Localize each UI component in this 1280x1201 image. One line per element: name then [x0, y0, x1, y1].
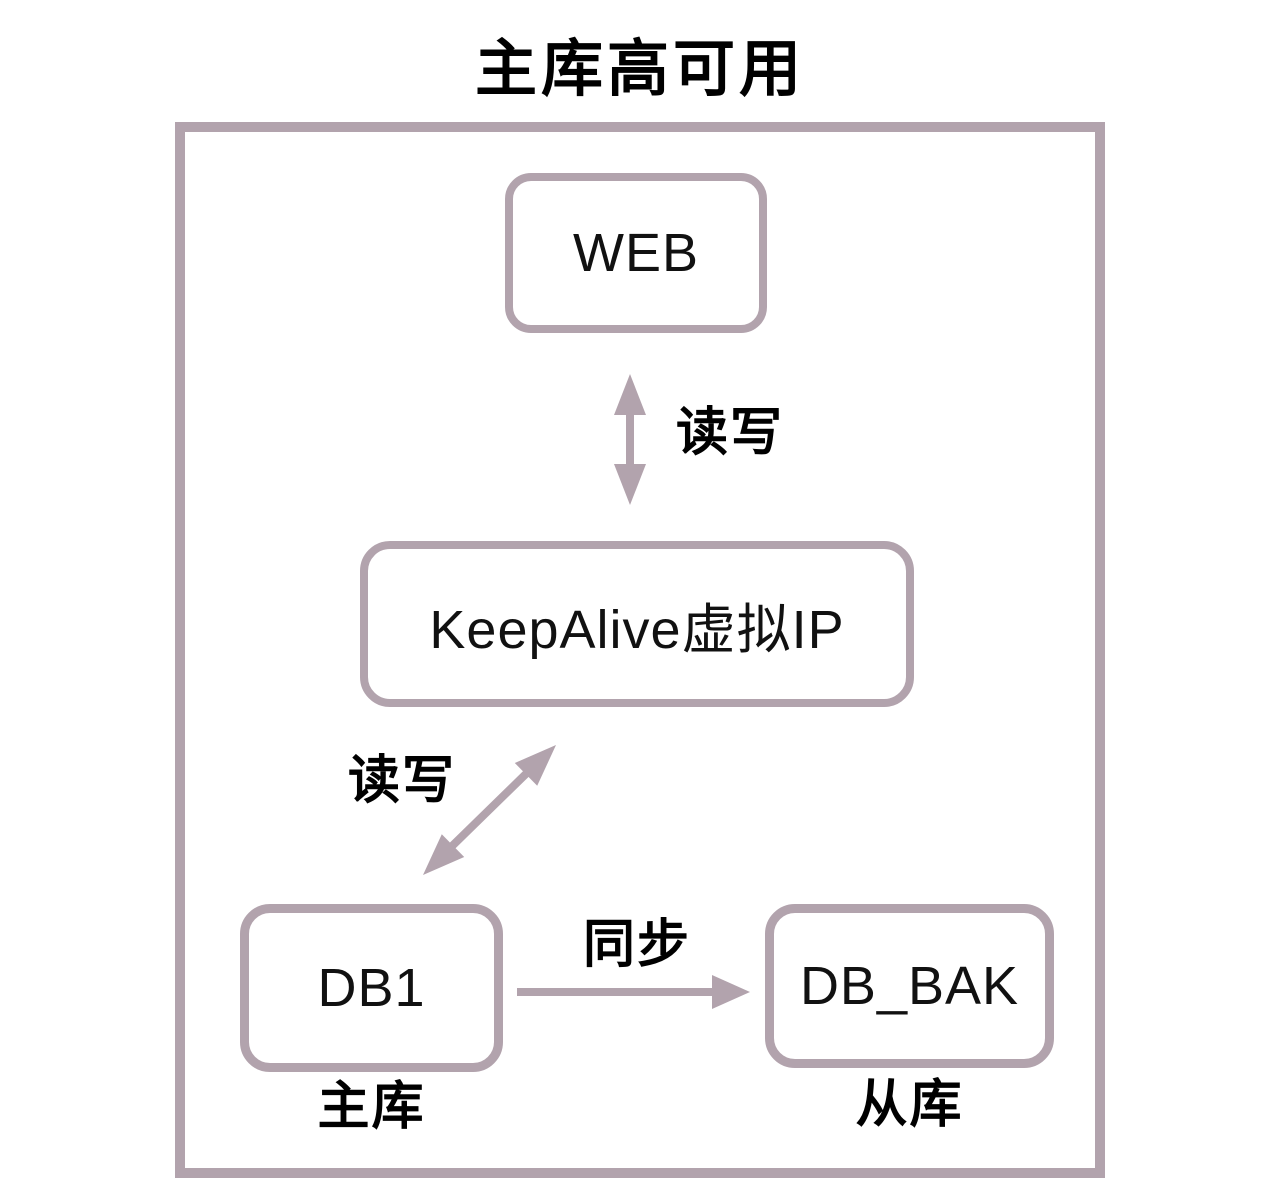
ha-boundary-box — [175, 122, 1105, 1178]
node-db1-caption: 主库 — [317, 1078, 426, 1136]
edge-label-read-write-top: 读写 — [676, 404, 785, 462]
web-vip-bidirectional-arrow-icon — [613, 374, 647, 505]
node-db1-label: DB1 — [317, 958, 426, 1018]
node-keepalive-vip: KeepAlive虚拟IP — [360, 541, 914, 707]
db1-dbbak-sync-arrow-icon — [515, 975, 750, 1009]
edge-label-sync: 同步 — [583, 916, 692, 974]
node-web-label: WEB — [572, 223, 699, 283]
edge-label-read-write-mid: 读写 — [348, 752, 457, 810]
node-db-bak: DB_BAK — [765, 904, 1054, 1068]
node-db-bak-label: DB_BAK — [799, 956, 1020, 1016]
node-db-bak-caption: 从库 — [855, 1076, 964, 1134]
node-web: WEB — [505, 173, 767, 333]
vip-db1-bidirectional-arrow-icon — [405, 735, 570, 885]
node-keepalive-vip-label: KeepAlive虚拟IP — [429, 599, 845, 660]
diagram-title: 主库高可用 — [474, 35, 805, 104]
node-db1: DB1 — [240, 904, 503, 1072]
